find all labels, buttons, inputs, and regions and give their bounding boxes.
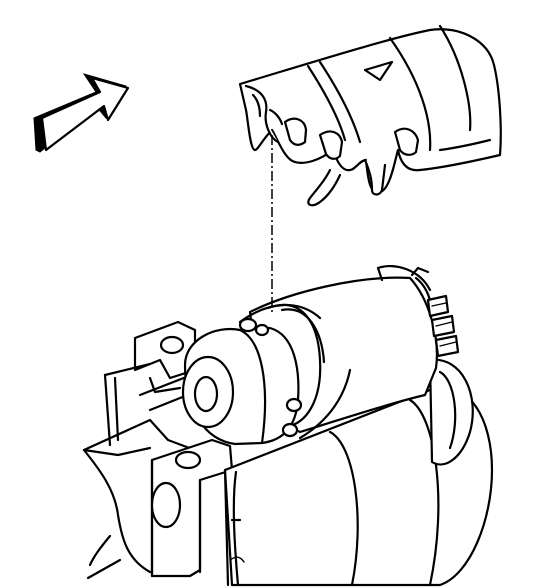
solenoid-terminal-icon [410, 266, 460, 358]
engine-block-icon [82, 320, 234, 580]
heat-shield-icon [238, 24, 502, 207]
starter-motor-icon [181, 264, 494, 587]
mounting-bolt-icon [238, 317, 303, 438]
arrow-icon [33, 73, 130, 153]
